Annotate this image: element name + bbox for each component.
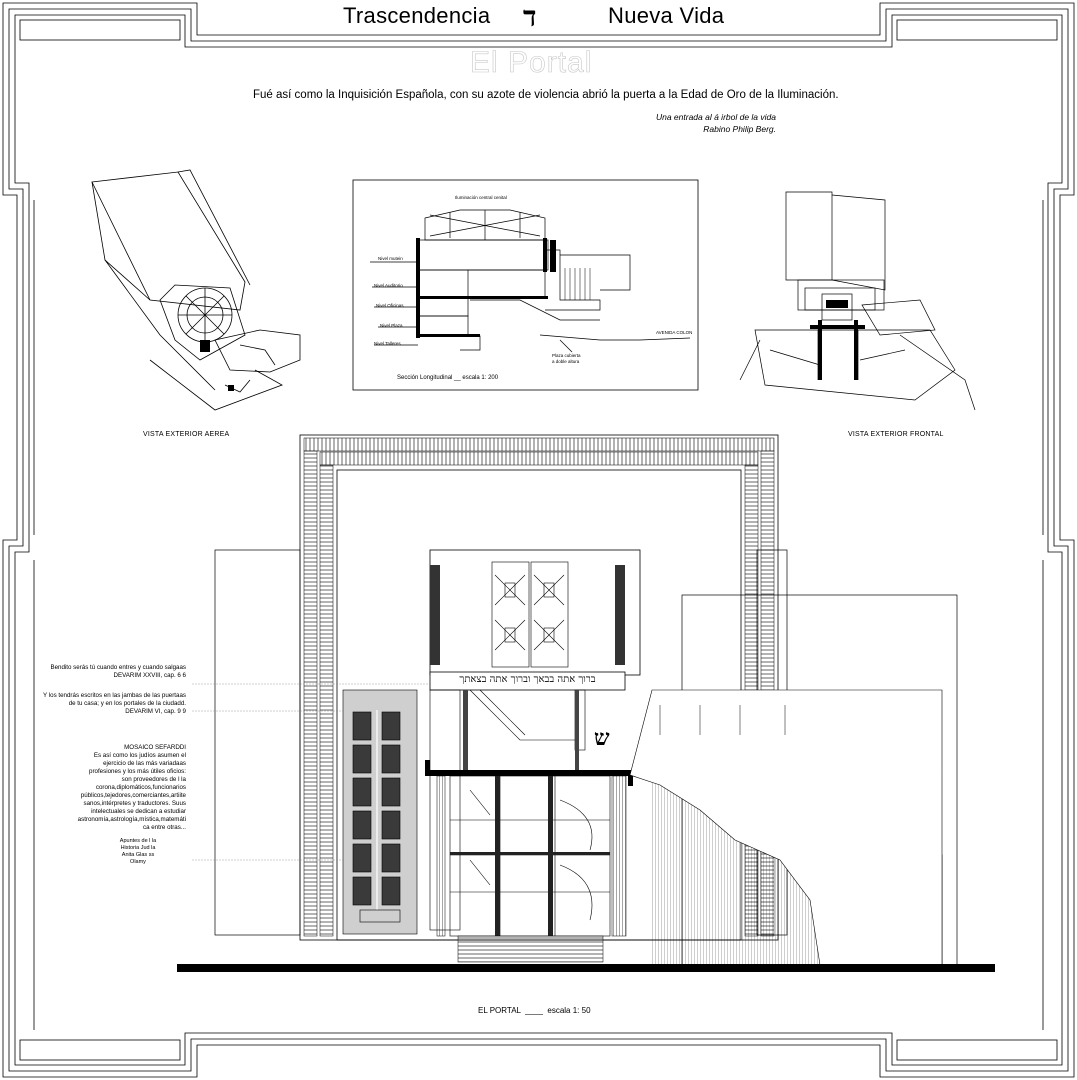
mosaic-line: astronomía,astrología,mística,matemáti: [77, 816, 186, 823]
section-level-4: Nivel Plaza: [380, 323, 403, 328]
blessing-note-1: Bendito serás tú cuando entres y cuando …: [0, 664, 186, 680]
mosaic-source: Apuntes de l la Historia Jud la Anita Gl…: [90, 838, 186, 866]
source-line: Apuntes de l la: [119, 838, 157, 844]
section-caption: Sección Longitudinal __ escala 1: 200: [397, 375, 499, 381]
section-street-label: AVENIDA COLON: [656, 330, 693, 335]
quote-line-2: Rabino Philip Berg.: [703, 124, 776, 134]
blessing-note-2: Y los tendrás escritos en las jambas de …: [0, 692, 186, 716]
mosaic-line: son proveedores de l la: [121, 776, 186, 783]
hebrew-letter-mark: ד: [523, 0, 537, 33]
blessing-2-line-1: Y los tendrás escritos en las jambas de …: [43, 692, 186, 699]
section-plaza-label-2: a doble altura: [552, 359, 580, 364]
intro-text: Fué así como la Inquisición Española, co…: [253, 89, 839, 101]
blessing-1-ref: DEVARIM XXVIII, cap. 6 6: [113, 672, 186, 679]
mosaic-line: intelectuales se dedican a estudiar: [91, 808, 186, 815]
lintel-inscription: ברוך אתה בבאך וברוך אתה בצאתך: [459, 674, 596, 685]
intro-quote: Una entrada al á irbol de la vida Rabino…: [560, 111, 776, 135]
elevation-caption: EL PORTAL ____ escala 1: 50: [478, 1006, 591, 1015]
section-level-5: Nivel Talleres: [374, 341, 401, 346]
mosaic-line: públicos,tejedores,comerciantes,artiite: [80, 792, 186, 799]
section-plaza-label-1: Plaza cubierta: [552, 353, 581, 358]
source-line: Historia Jud la: [120, 845, 156, 851]
portal-subtitle: El Portal: [470, 46, 593, 80]
section-level-3: Nivel Oficinas: [376, 303, 404, 308]
blessing-2-ref: DEVARIM VI, cap. 9 9: [125, 708, 186, 715]
mosaic-line: sanos,intérpretes y traductores. Suus: [83, 800, 187, 807]
mosaic-note: MOSAICO SEFARDDI Es así como los judíos …: [30, 744, 186, 832]
title-right: Nueva Vida: [608, 3, 725, 28]
mosaic-line: corona,diplomáticos,funcionarios: [95, 784, 186, 791]
title-left: Trascendencia: [343, 3, 491, 28]
mosaic-line: ejercicio de las más variadaas: [103, 760, 186, 767]
section-level-1: Nivel mutein: [378, 256, 403, 261]
section-top-label: Iluminación central cenital: [455, 195, 507, 200]
quote-line-1: Una entrada al á irbol de la vida: [655, 112, 776, 122]
source-line: Anita Glas ss: [121, 852, 155, 858]
source-line: Olamy: [130, 859, 146, 865]
frontal-view-caption: VISTA EXTERIOR FRONTAL: [848, 431, 944, 438]
blessing-1-text: Bendito serás tú cuando entres y cuando …: [50, 664, 186, 671]
section-level-2: Nivel Auditorio: [374, 283, 403, 288]
mosaic-line: profesiones y los más útiles oficios:: [89, 768, 186, 775]
mosaic-line: Es así como los judíos asumen el: [93, 752, 186, 759]
blessing-2-line-2: de tu casa; y en los portales de la ciud…: [68, 700, 186, 707]
mosaic-line: ca entre otras...: [143, 824, 186, 831]
aerial-view-caption: VISTA EXTERIOR AEREA: [143, 431, 230, 438]
mosaic-title: MOSAICO SEFARDDI: [124, 744, 186, 751]
shin-mark: ש: [594, 725, 610, 751]
